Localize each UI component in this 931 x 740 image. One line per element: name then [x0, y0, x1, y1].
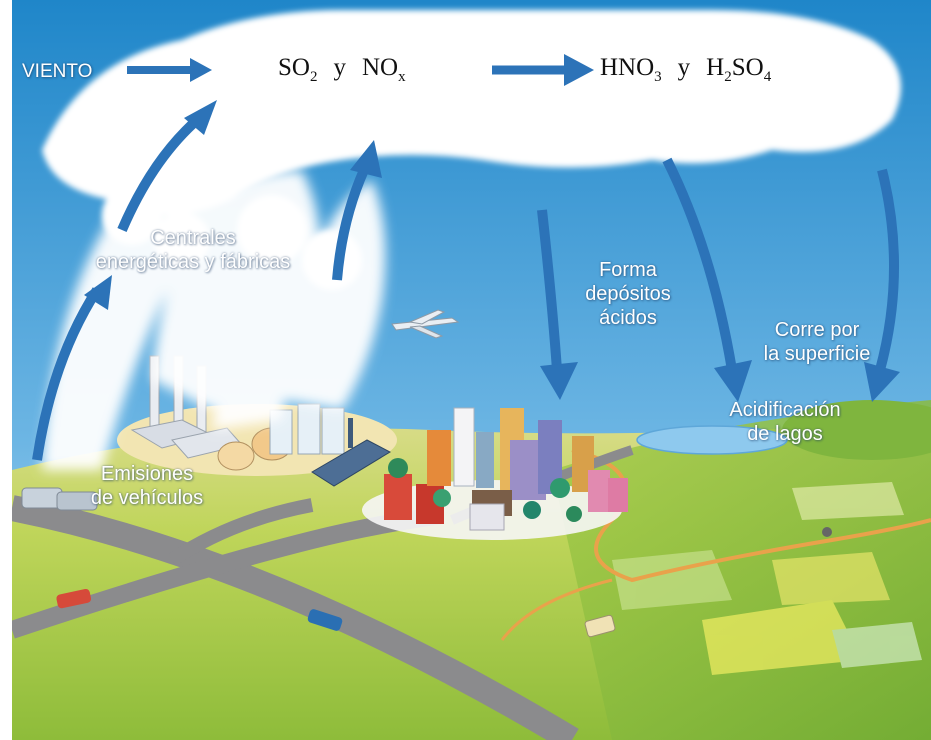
label-surface-runoff: Corre por la superficie	[742, 318, 892, 366]
city	[362, 407, 628, 540]
vehicles	[21, 487, 832, 638]
far-hill	[782, 400, 931, 460]
label-lake-acidification-line2: de lagos	[747, 423, 823, 445]
arrow-conversion	[492, 54, 594, 86]
label-lake-acidification: Acidificación de lagos	[700, 398, 870, 446]
label-vehicle-emissions-line1: Emisiones	[100, 463, 194, 485]
label-power-plants: Centrales energéticas y fábricas	[68, 226, 318, 274]
label-acid-deposits-line3: ácidos	[599, 307, 657, 329]
flow-arrows	[32, 54, 900, 461]
label-vehicle-emissions-line2: de vehículos	[90, 487, 204, 509]
label-lake-acidification-line1: Acidificación	[729, 399, 841, 421]
label-power-plants-line2: energéticas y fábricas	[95, 251, 291, 273]
label-surface-runoff-line1: Corre por	[774, 319, 860, 341]
acid-rain-illustration	[12, 0, 931, 740]
arrow-lake-down	[662, 157, 752, 402]
label-power-plants-line1: Centrales	[150, 227, 236, 249]
label-surface-runoff-line2: la superficie	[763, 343, 871, 365]
arrow-vehicles-up	[32, 275, 112, 461]
label-acid-deposits: Forma depósitos ácidos	[568, 258, 688, 330]
arrow-runoff-down	[864, 168, 900, 402]
arrow-plants-up	[332, 140, 382, 281]
arrow-wind	[127, 58, 212, 82]
arrow-left-up	[117, 100, 217, 232]
factories	[117, 355, 397, 487]
airplane	[391, 309, 460, 339]
label-vehicle-emissions: Emisiones de vehículos	[62, 462, 232, 510]
label-acid-deposits-line2: depósitos	[585, 283, 671, 305]
lake	[636, 425, 788, 455]
label-wind: VIENTO	[22, 61, 93, 82]
river-branch	[500, 578, 613, 641]
arrow-deposits-down	[537, 209, 578, 400]
cloud-band	[42, 10, 901, 290]
label-acid-deposits-line1: Forma	[599, 259, 657, 281]
